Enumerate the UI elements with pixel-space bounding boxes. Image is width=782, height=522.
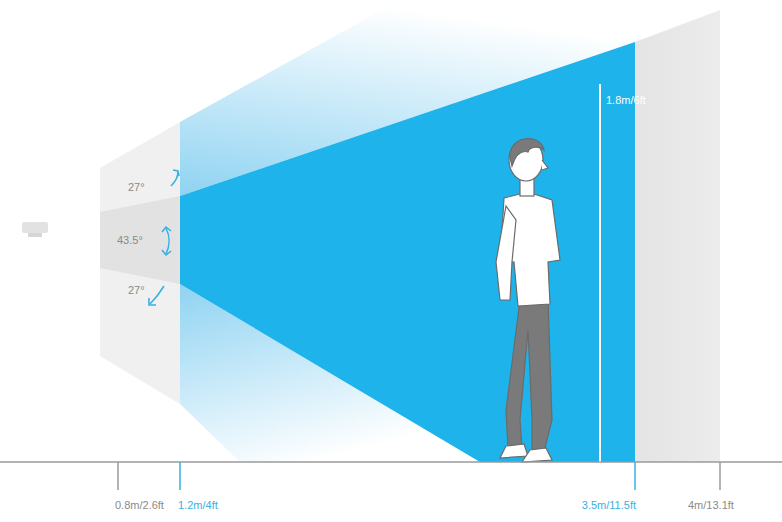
sensor-range-grey (100, 122, 180, 404)
optimal-range-zone (180, 42, 635, 462)
tilt-arrows (149, 170, 179, 305)
distance-label: 1.2m/4ft (178, 499, 218, 512)
distance-label: 0.8m/2.6ft (115, 499, 164, 512)
height-label: 1.8m/6ft (606, 94, 646, 107)
angle-label: 27° (128, 181, 145, 194)
angle-label: 27° (128, 284, 145, 297)
person-figure (496, 139, 560, 462)
sensor-icon (22, 222, 48, 237)
height-marker (599, 84, 601, 462)
angle-label: 43.5° (117, 234, 143, 247)
tick-mark (117, 462, 119, 490)
tick-mark (179, 462, 181, 490)
max-range-zone (635, 10, 720, 462)
tick-mark (719, 462, 721, 490)
distance-label: 4m/13.1ft (688, 499, 734, 512)
distance-label: 3.5m/11.5ft (582, 499, 636, 512)
tick-mark (634, 462, 636, 490)
sensor-range-mid (100, 196, 180, 284)
